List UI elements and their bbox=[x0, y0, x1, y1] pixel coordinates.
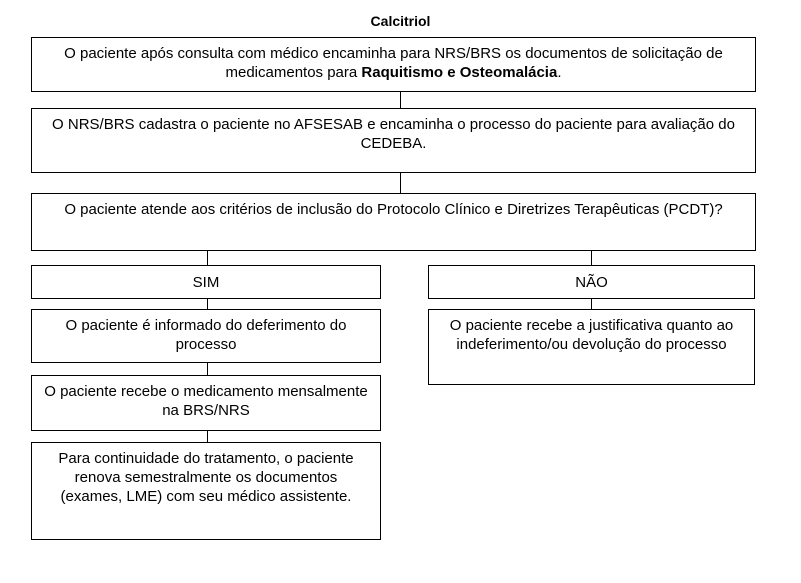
step-receive-medication: O paciente recebe o medicamento mensalme… bbox=[31, 375, 381, 431]
branch-no-label: NÃO bbox=[428, 265, 755, 299]
connector bbox=[207, 363, 208, 375]
step-request-documents-text: O paciente após consulta com médico enca… bbox=[64, 45, 723, 81]
connector bbox=[400, 173, 401, 193]
connector-no bbox=[591, 251, 592, 265]
connector-yes bbox=[207, 251, 208, 265]
step-register-patient: O NRS/BRS cadastra o paciente no AFSESAB… bbox=[31, 108, 756, 173]
connector bbox=[400, 92, 401, 108]
step-renew-documents: Para continuidade do tratamento, o pacie… bbox=[31, 442, 381, 540]
disease-names: Raquitismo e Osteomalácia bbox=[361, 64, 558, 81]
branch-yes-label: SIM bbox=[31, 265, 381, 299]
step-request-documents: O paciente após consulta com médico enca… bbox=[31, 37, 756, 92]
step-register-patient-text: O NRS/BRS cadastra o paciente no AFSESAB… bbox=[52, 116, 735, 152]
connector bbox=[591, 299, 592, 309]
decision-pcdt-criteria-text: O paciente atende aos critérios de inclu… bbox=[64, 201, 723, 218]
decision-pcdt-criteria: O paciente atende aos critérios de inclu… bbox=[31, 193, 756, 251]
diagram-title: Calcitriol bbox=[370, 13, 431, 29]
step-approval-informed: O paciente é informado do deferimento do… bbox=[31, 309, 381, 363]
connector bbox=[207, 299, 208, 309]
step-rejection-justification: O paciente recebe a justificativa quanto… bbox=[428, 309, 755, 385]
connector bbox=[207, 431, 208, 442]
